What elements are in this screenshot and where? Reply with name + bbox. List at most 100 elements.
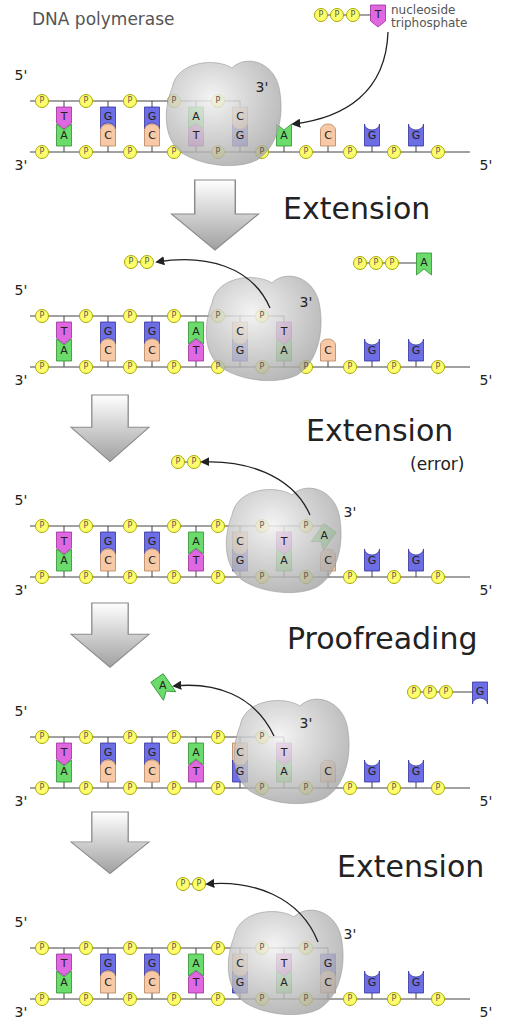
- phosphate-label: P: [304, 784, 309, 793]
- phosphate-circle: [388, 993, 401, 1006]
- nucleobase: [57, 549, 72, 571]
- base-stem: [372, 571, 373, 577]
- phosphate-circle: [36, 361, 49, 374]
- phosphate-circle: [354, 257, 367, 270]
- phosphate-label: P: [216, 97, 221, 106]
- phosphate-label: P: [348, 148, 353, 157]
- base-letter: A: [420, 257, 428, 269]
- base-letter: A: [280, 130, 288, 142]
- base-letter: A: [280, 555, 288, 567]
- base-letter: C: [104, 555, 112, 567]
- base-stem: [152, 948, 153, 954]
- phosphate-circle: [388, 782, 401, 795]
- nucleobase: [145, 971, 160, 993]
- base-stem: [64, 782, 65, 788]
- base-letter: G: [412, 555, 421, 567]
- phosphate-label: P: [129, 258, 134, 267]
- phosphate-circle: [193, 878, 206, 891]
- phosphate-label: P: [374, 259, 379, 268]
- phosphate-circle: [80, 731, 93, 744]
- phosphate-label: P: [84, 733, 89, 742]
- base-letter: T: [281, 536, 288, 548]
- movement-arrow: [293, 32, 388, 124]
- base-stem: [108, 993, 109, 999]
- base-letter: T: [281, 958, 288, 970]
- base-letter: G: [412, 766, 421, 778]
- base-stem: [64, 146, 65, 152]
- base-letter: C: [324, 130, 332, 142]
- phosphate-circle: [432, 571, 445, 584]
- base-stem: [416, 571, 417, 577]
- base-stem: [64, 316, 65, 322]
- base-stem: [416, 361, 417, 367]
- phosphate-circle: [172, 456, 185, 469]
- phosphate-circle: [36, 146, 49, 159]
- phosphate-circle: [388, 571, 401, 584]
- phosphate-circle: [124, 310, 137, 323]
- phosphate-circle: [370, 257, 383, 270]
- phosphate-label: P: [392, 995, 397, 1004]
- end-label: 3': [344, 505, 357, 520]
- base-letter: G: [368, 130, 377, 142]
- step-heading: Extension: [337, 850, 484, 883]
- phosphate-label: P: [192, 458, 197, 467]
- base-letter: C: [104, 130, 112, 142]
- phosphate-circle: [315, 9, 328, 22]
- step-arrow: [71, 812, 149, 874]
- base-letter: C: [148, 977, 156, 989]
- phosphate-label: P: [172, 148, 177, 157]
- base-letter: C: [236, 958, 244, 970]
- phosphate-circle: [80, 571, 93, 584]
- base-letter: G: [104, 111, 113, 123]
- base-letter: A: [159, 680, 167, 692]
- phosphate-circle: [80, 361, 93, 374]
- nucleobase: [321, 124, 336, 146]
- phosphate-circle: [80, 782, 93, 795]
- phosphate-label: P: [40, 784, 45, 793]
- phosphate-label: P: [392, 363, 397, 372]
- phosphate-circle: [36, 95, 49, 108]
- nucleobase: [101, 971, 116, 993]
- nucleobase: [189, 971, 204, 993]
- phosphate-circle: [125, 256, 138, 269]
- base-stem: [108, 146, 109, 152]
- base-letter: G: [368, 977, 377, 989]
- phosphate-label: P: [436, 148, 441, 157]
- phosphate-circle: [124, 361, 137, 374]
- base-letter: T: [193, 555, 200, 567]
- end-label: 5': [15, 493, 28, 508]
- end-label: 5': [15, 68, 28, 83]
- phosphate-circle: [212, 782, 225, 795]
- base-letter: A: [60, 345, 68, 357]
- base-letter: G: [412, 130, 421, 142]
- phosphate-label: P: [84, 363, 89, 372]
- base-stem: [196, 948, 197, 954]
- base-letter: G: [148, 326, 157, 338]
- phosphate-label: P: [40, 522, 45, 531]
- phosphate-label: P: [216, 573, 221, 582]
- phosphate-circle: [177, 878, 190, 891]
- phosphate-label: P: [304, 944, 309, 953]
- base-stem: [152, 146, 153, 152]
- base-stem: [196, 526, 197, 532]
- phosphate-circle: [80, 95, 93, 108]
- nucleobase: [57, 760, 72, 782]
- phosphate-circle: [300, 146, 313, 159]
- nucleobase: [145, 549, 160, 571]
- phosphate-label: P: [392, 573, 397, 582]
- phosphate-circle: [168, 782, 181, 795]
- phosphate-label: P: [84, 995, 89, 1004]
- phosphate-circle: [388, 146, 401, 159]
- base-letter: G: [148, 111, 157, 123]
- end-label: 5': [15, 915, 28, 930]
- end-label: 3': [300, 295, 313, 310]
- base-letter: G: [104, 958, 113, 970]
- base-letter: T: [193, 345, 200, 357]
- base-letter: G: [148, 747, 157, 759]
- base-stem: [108, 361, 109, 367]
- nucleobase: [101, 549, 116, 571]
- phosphate-circle: [212, 942, 225, 955]
- base-stem: [152, 316, 153, 322]
- step-arrow: [71, 603, 149, 667]
